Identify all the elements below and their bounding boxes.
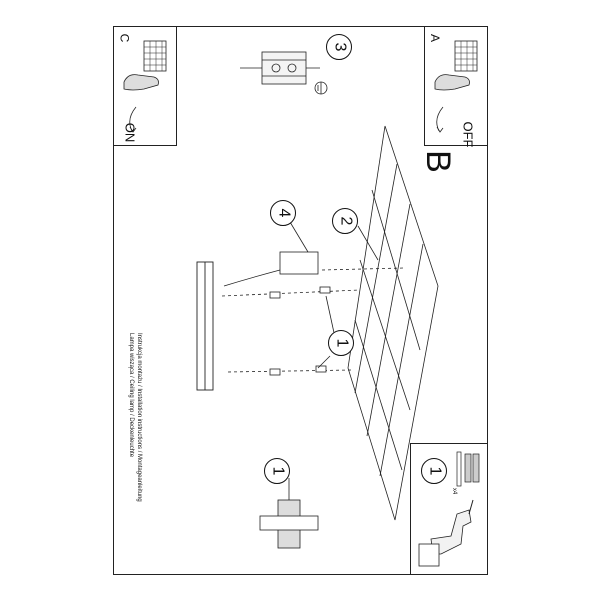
step-2-badge: 2 [332, 208, 358, 234]
switch-hand-icon [434, 40, 478, 133]
ceiling-grid-plate [347, 125, 439, 521]
step-4-badge: 4 [270, 200, 296, 226]
caption-line-2: Lampa wisząca / Ceiling lamp / Deckenleu… [128, 333, 134, 458]
drill-icon [418, 451, 480, 567]
caption-line-1: Instrukcja montażu / Installation instru… [136, 333, 142, 502]
step-1-detail-badge: 1 [264, 458, 290, 484]
anchor-detail [259, 478, 319, 549]
wall-anchor-icon [456, 451, 480, 487]
step-1-drill-badge: 1 [421, 458, 447, 484]
driver-box [223, 251, 319, 287]
lamp-canopy [196, 261, 214, 391]
step-1-main-badge: 1 [328, 330, 354, 356]
step-3-badge: 3 [326, 34, 352, 60]
instruction-sheet-frame [113, 26, 488, 575]
panel-drill: x4 1 [410, 443, 488, 575]
ground-icon [314, 81, 328, 95]
panel-a-power-off: A OFF [424, 26, 488, 148]
switch-hand-icon [123, 40, 167, 133]
mounting-screws [221, 267, 405, 373]
panel-c-power-on: C ON [113, 26, 177, 146]
terminal-block-icon [240, 51, 320, 85]
instruction-caption: Instrukcja montażu / Installation instru… [127, 333, 143, 563]
